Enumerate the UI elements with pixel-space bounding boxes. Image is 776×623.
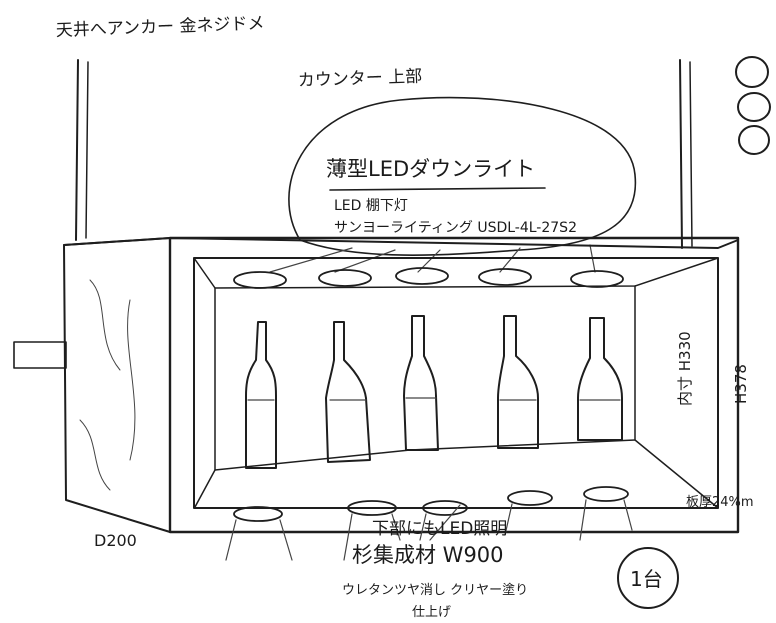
board-thickness: 板厚24%m: [686, 495, 754, 510]
bottle-2: [325, 321, 371, 463]
top-downlights: [233, 267, 624, 289]
bottom-led-note: 下部にもLED照明: [372, 519, 507, 539]
quantity-circle: [617, 547, 679, 609]
quantity-label: 1台: [630, 567, 663, 591]
display-case: [13, 236, 740, 534]
height-outer: H378: [732, 364, 750, 404]
callout-line2: サンヨーライティング USDL-4L-27S2: [334, 220, 577, 236]
callout-line1: LED 棚下灯: [334, 198, 408, 214]
bottom-downlights: [225, 486, 633, 561]
bottles: [245, 315, 623, 469]
bottle-1: [245, 321, 277, 469]
downlight-3: [395, 267, 449, 285]
finish-line1: ウレタンツヤ消し クリヤー塗り: [342, 582, 528, 598]
downlight-4: [478, 268, 532, 286]
bottle-5: [577, 317, 623, 441]
finish-line2: 仕上げ: [412, 605, 451, 620]
material-note: 杉集成材 W900: [352, 543, 504, 567]
callout-bubble: [269, 96, 637, 273]
downlight-5: [570, 270, 624, 288]
note-counter-top: カウンター 上部: [297, 67, 422, 91]
downlight-2: [318, 269, 372, 287]
circle-marks: [735, 56, 771, 155]
note-top-left: 天井へアンカー 金ネジドメ: [55, 14, 264, 41]
hanging-rods: [75, 59, 693, 249]
downlight-1: [233, 271, 287, 289]
bottle-4: [497, 315, 539, 449]
depth-label: D200: [94, 531, 137, 550]
callout-title: 薄型LEDダウンライト: [326, 157, 535, 181]
bottle-3: [403, 315, 439, 451]
height-inner: 内寸 H330: [676, 331, 694, 406]
